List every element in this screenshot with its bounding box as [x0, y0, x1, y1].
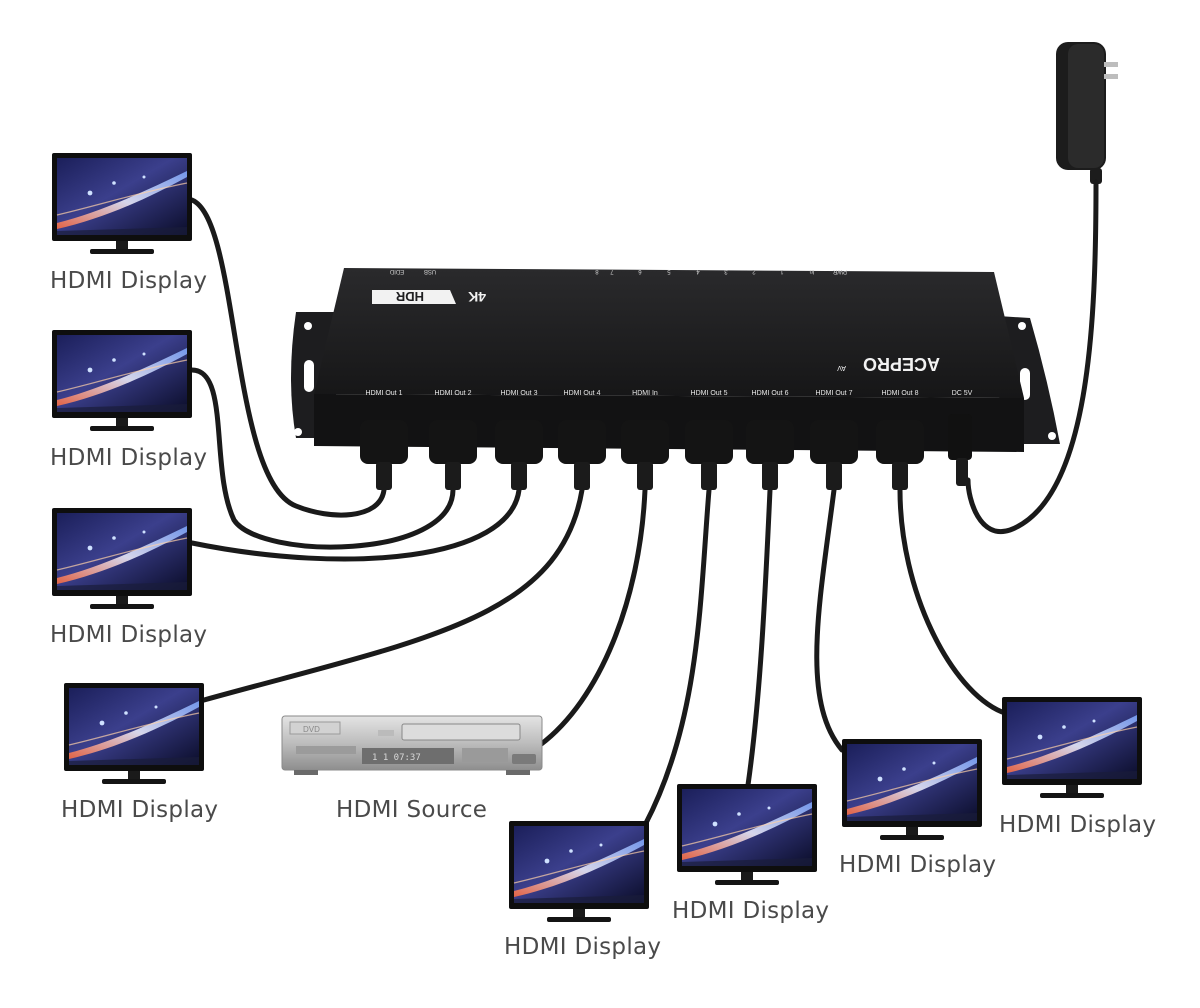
display-label-4: HDMI Display: [61, 797, 219, 823]
hdmi-display-tv-2: [51, 329, 193, 432]
brand-sub-text: AV: [837, 364, 846, 371]
indicator-label-4: 7: [610, 268, 614, 274]
port-label-4: HDMI Out 4: [564, 390, 601, 397]
hdmi-connector-1: [360, 420, 408, 490]
port-label-6: HDMI Out 5: [691, 390, 728, 397]
port-label-8: HDMI Out 7: [816, 390, 853, 397]
source-label: HDMI Source: [336, 797, 488, 823]
vcr-display-text: 1 1 07:37: [372, 753, 421, 763]
indicator-label-3: 8: [595, 268, 599, 274]
indicator-label-9: 2: [752, 268, 756, 274]
hdmi-connector-9: [876, 420, 924, 490]
indicator-label-2: USB: [424, 268, 436, 274]
hdmi-connector-6: [685, 420, 733, 490]
display-label-5: HDMI Display: [504, 934, 662, 960]
hdmi-source-vcr: DVD 1 1 07:37: [281, 715, 543, 775]
hdmi-connector-4: [558, 420, 606, 490]
badge-4k-text: 4K: [468, 289, 486, 305]
dc-power-plug: [948, 414, 972, 486]
hdmi-connector-3: [495, 420, 543, 490]
indicator-label-7: 4: [696, 268, 700, 274]
hdmi-display-tv-4: [63, 682, 205, 785]
acepro-logo: ACEPRO AV: [837, 354, 940, 374]
port-label-7: HDMI Out 6: [752, 390, 789, 397]
hdmi-display-tv-5: [508, 820, 650, 923]
4k-hdr-badge: HDR 4K: [372, 289, 486, 305]
vcr-tray-text: DVD: [303, 725, 320, 734]
display-label-8: HDMI Display: [999, 812, 1157, 838]
display-label-3: HDMI Display: [50, 622, 208, 648]
hdmi-connector-7: [746, 420, 794, 490]
hdmi-display-tv-6: [676, 783, 818, 886]
indicator-label-8: 3: [724, 268, 728, 274]
display-label-7: HDMI Display: [839, 852, 997, 878]
indicator-label-11: In: [809, 268, 814, 274]
display-label-2: HDMI Display: [50, 445, 208, 471]
indicator-label-10: 1: [780, 268, 784, 274]
cables: [189, 179, 1099, 828]
hdmi-connector-5: [621, 420, 669, 490]
hdmi-connector-8: [810, 420, 858, 490]
port-label-5: HDMI In: [632, 390, 658, 397]
port-label-1: HDMI Out 1: [366, 390, 403, 397]
hdmi-display-tv-3: [51, 507, 193, 610]
port-label-2: HDMI Out 2: [435, 390, 472, 397]
hdmi-connector-2: [429, 420, 477, 490]
hdmi-display-tv-7: [841, 738, 983, 841]
brand-text: ACEPRO: [863, 354, 940, 374]
hdmi-display-tv-1: [51, 152, 193, 255]
port-label-10: DC 5V: [952, 390, 973, 397]
indicator-label-12: PWR: [832, 268, 847, 274]
indicator-label-5: 6: [638, 268, 642, 274]
indicator-label-1: EDID: [389, 268, 404, 274]
display-label-1: HDMI Display: [50, 268, 208, 294]
display-label-6: HDMI Display: [672, 898, 830, 924]
power-adapter-icon: [1056, 42, 1118, 184]
hdmi-splitter-device: HDR 4K ACEPRO AV EDID USB 8 7 6 5 4 3 2 1 In PWR HD…: [291, 268, 1060, 490]
indicator-label-6: 5: [667, 268, 671, 274]
hdmi-display-tv-8: [1001, 696, 1143, 799]
badge-hdr-text: HDR: [395, 289, 424, 304]
port-label-9: HDMI Out 8: [882, 390, 919, 397]
port-label-3: HDMI Out 3: [501, 390, 538, 397]
